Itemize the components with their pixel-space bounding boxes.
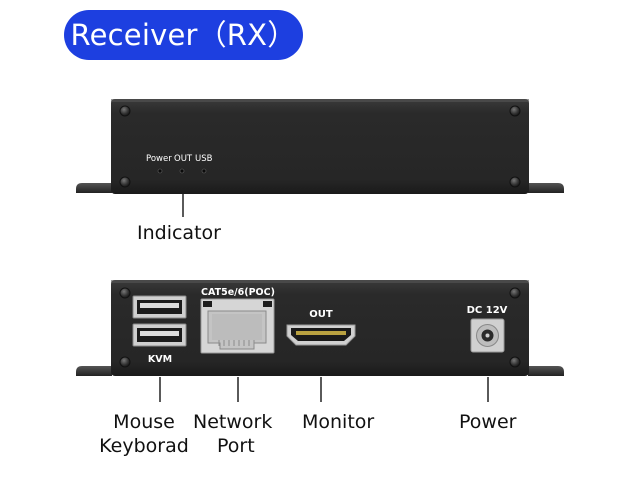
hdmi-out-label: OUT bbox=[309, 309, 333, 320]
ethernet-port-icon bbox=[200, 298, 275, 354]
led-usb-icon bbox=[201, 168, 207, 174]
rear-right-flange bbox=[528, 366, 564, 376]
screw-icon bbox=[119, 356, 131, 368]
rear-unit: KVM CAT5e/6(POC) OUT bbox=[76, 280, 564, 376]
led-label-power: Power bbox=[146, 154, 172, 164]
usb-port-top-icon bbox=[132, 295, 187, 319]
rear-left-flange bbox=[76, 366, 112, 376]
mouse-keyboard-callout: Mouse Keyborad bbox=[92, 410, 196, 458]
led-out-icon bbox=[179, 168, 185, 174]
indicator-callout: Indicator bbox=[137, 222, 221, 244]
keyboard-callout-line: Keyborad bbox=[99, 435, 189, 457]
title-badge: Receiver（RX） bbox=[64, 10, 303, 60]
screw-icon bbox=[119, 105, 131, 117]
network-port-callout: Network Port bbox=[193, 410, 283, 458]
front-right-flange bbox=[528, 183, 564, 193]
hdmi-port-icon bbox=[286, 324, 356, 346]
led-label-out: OUT bbox=[174, 154, 193, 164]
kvm-label: KVM bbox=[148, 354, 172, 365]
screw-icon bbox=[509, 176, 521, 188]
front-unit: Power OUT USB bbox=[76, 99, 564, 194]
screw-icon bbox=[119, 176, 131, 188]
network-callout-line: Network bbox=[193, 411, 273, 433]
front-left-flange bbox=[76, 183, 112, 193]
power-callout: Power bbox=[459, 411, 517, 433]
usb-port-bottom-icon bbox=[132, 323, 187, 347]
dc-12v-label: DC 12V bbox=[467, 305, 508, 316]
led-power-icon bbox=[157, 168, 163, 174]
screw-icon bbox=[509, 356, 521, 368]
screw-icon bbox=[509, 287, 521, 299]
mouse-callout-line: Mouse bbox=[113, 411, 175, 433]
network-port-label: CAT5e/6(POC) bbox=[201, 287, 275, 298]
monitor-callout: Monitor bbox=[302, 411, 375, 433]
front-panel-body bbox=[111, 99, 529, 194]
port-callout-line: Port bbox=[217, 435, 255, 457]
screw-icon bbox=[509, 105, 521, 117]
screw-icon bbox=[119, 287, 131, 299]
dc-jack-icon bbox=[470, 318, 505, 353]
led-label-usb: USB bbox=[195, 154, 213, 164]
